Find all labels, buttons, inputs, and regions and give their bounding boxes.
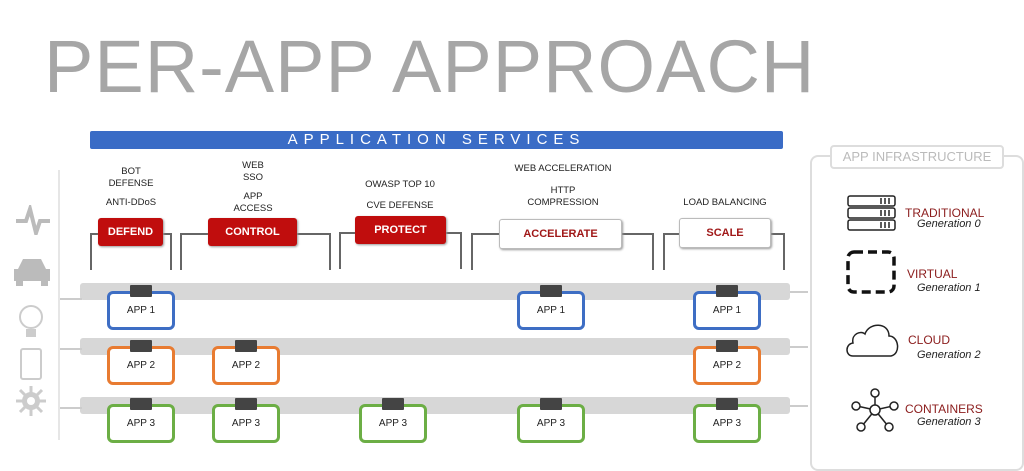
app2-box[interactable]: APP 2	[107, 340, 175, 385]
cloud-icon	[846, 324, 899, 357]
infra-name: CONTAINERS	[905, 402, 983, 416]
connector	[60, 298, 82, 300]
server-rack-icon	[847, 195, 896, 231]
connector	[60, 407, 82, 409]
car-icon	[14, 259, 50, 286]
note: LOAD BALANCING	[683, 197, 767, 208]
infra-name: CLOUD	[908, 333, 951, 347]
app3-box[interactable]: APP 3	[212, 398, 280, 443]
page-title: PER-APP APPROACH	[44, 25, 816, 108]
rail-app1	[80, 283, 790, 300]
panel-label: APP INFRASTRUCTURE	[830, 145, 1004, 169]
note: WEB ACCELERATION	[514, 163, 612, 174]
arrow	[790, 346, 808, 348]
note: OWASP TOP 10	[365, 179, 435, 190]
app1-box[interactable]: APP 1	[517, 285, 585, 330]
infra-name: TRADITIONAL	[905, 206, 985, 220]
divider	[58, 170, 60, 440]
containers-network-icon	[851, 388, 899, 432]
rail-app2	[80, 338, 790, 355]
arrow	[790, 291, 808, 293]
infra-generation: Generation 3	[917, 416, 981, 428]
arrow	[790, 405, 808, 407]
infra-name: VIRTUAL	[907, 267, 958, 281]
lightbulb-icon	[19, 305, 43, 337]
scale-button[interactable]: SCALE	[679, 218, 771, 248]
tablet-icon	[20, 348, 42, 380]
virtual-dashed-box-icon	[846, 250, 896, 294]
infra-generation: Generation 0	[917, 218, 981, 230]
infra-generation: Generation 2	[917, 349, 981, 361]
control-button[interactable]: CONTROL	[208, 218, 297, 246]
rail-app3	[80, 397, 790, 414]
app1-box[interactable]: APP 1	[107, 285, 175, 330]
protect-button[interactable]: PROTECT	[355, 216, 446, 244]
note: ANTI-DDoS	[105, 197, 157, 208]
gear-icon	[16, 386, 46, 416]
app2-box[interactable]: APP 2	[693, 340, 761, 385]
app3-box[interactable]: APP 3	[517, 398, 585, 443]
application-services-banner: APPLICATION SERVICES	[90, 131, 783, 149]
note: CVE DEFENSE	[366, 200, 434, 211]
pulse-icon	[16, 205, 50, 235]
app2-box[interactable]: APP 2	[212, 340, 280, 385]
app3-box[interactable]: APP 3	[359, 398, 427, 443]
accelerate-button[interactable]: ACCELERATE	[499, 219, 622, 249]
app1-box[interactable]: APP 1	[693, 285, 761, 330]
infra-generation: Generation 1	[917, 282, 981, 294]
defend-button[interactable]: DEFEND	[98, 218, 163, 246]
app3-box[interactable]: APP 3	[107, 398, 175, 443]
app3-box[interactable]: APP 3	[693, 398, 761, 443]
connector	[60, 348, 82, 350]
